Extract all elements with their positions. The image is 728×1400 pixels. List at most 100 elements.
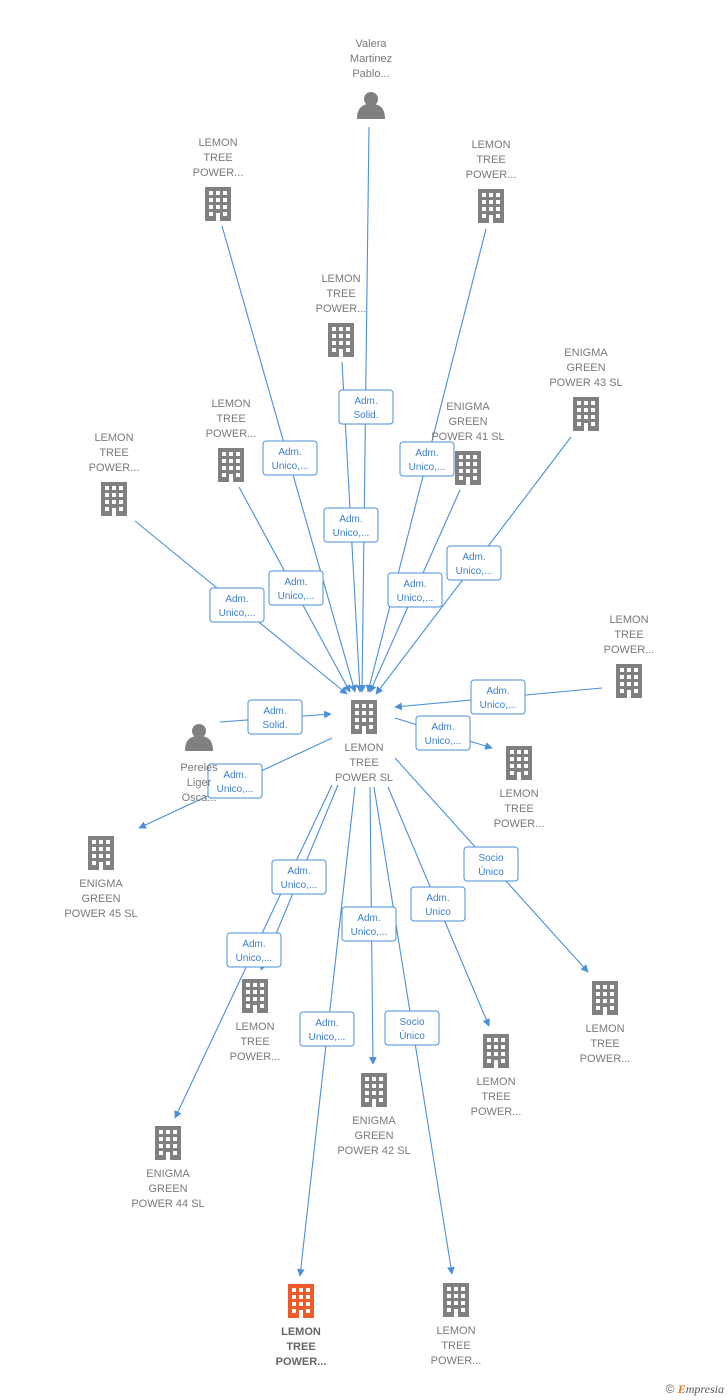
edge-label-box	[268, 570, 324, 606]
node-ltp_top_right[interactable]: LEMONTREEPOWER...	[466, 139, 517, 223]
edge-label-text: Único	[478, 865, 504, 878]
edge-label-e_eg41[interactable]: Adm.Unico,...	[387, 572, 443, 608]
node-ltp_lower_right[interactable]: LEMON TREE POWER...	[580, 981, 631, 1065]
edge-label-box	[410, 886, 466, 922]
footer-brand[interactable]: © Empresia	[666, 1382, 724, 1397]
node-label: Liger	[187, 777, 212, 789]
edge-label-text: Adm.	[431, 722, 454, 733]
edge-label-text: Unico,...	[409, 462, 446, 473]
node-label: POWER...	[604, 644, 655, 656]
copyright-symbol: ©	[665, 1382, 675, 1396]
node-label: LEMON	[344, 742, 383, 754]
node-ltp_bottom_right[interactable]: LEMONTREEPOWER...	[431, 1283, 482, 1367]
node-label: GREEN	[354, 1130, 393, 1142]
node-label: TREE	[614, 629, 643, 641]
edge-label-box	[387, 572, 443, 608]
node-label: POWER 45 SL	[64, 908, 137, 920]
edge-label-text: Adm.	[287, 866, 310, 877]
node-ltp_left[interactable]: LEMONTREEPOWER...	[89, 432, 140, 516]
edge-label-text: Adm.	[462, 552, 485, 563]
edge-label-box	[323, 507, 379, 543]
building-icon	[328, 323, 354, 357]
node-label: TREE	[590, 1038, 619, 1050]
node-label: TREE	[99, 447, 128, 459]
edge-label-e_bottom_highlight[interactable]: Adm.Unico,...	[299, 1011, 355, 1047]
edge-label-e_lower_mid_right[interactable]: Adm.Unico	[410, 886, 466, 922]
node-label: TREE	[216, 413, 245, 425]
edge-label-text: Unico,...	[236, 953, 273, 964]
building-icon	[361, 1073, 387, 1107]
node-eg45[interactable]: ENIGMA GREEN POWER 45 SL	[64, 836, 138, 920]
edge-label-e_top_left[interactable]: Adm.Unico,...	[262, 440, 318, 476]
node-pereles[interactable]: PerelesLigerOsca...	[180, 724, 218, 804]
node-eg41[interactable]: ENIGMA GREEN POWER 41 SL	[431, 401, 505, 485]
edge-label-text: Unico,...	[333, 528, 370, 539]
edge-label-text: Unico,...	[309, 1032, 346, 1043]
node-label: POWER 41 SL	[431, 431, 504, 443]
edge-label-text: Adm.	[415, 448, 438, 459]
edge-label-text: Adm.	[223, 770, 246, 781]
node-label: LEMON	[471, 139, 510, 151]
edge-label-text: Adm.	[278, 447, 301, 458]
edge-label-e_eg45[interactable]: Adm.Unico,...	[207, 763, 263, 799]
edge-label-e_eg43[interactable]: Adm.Unico,...	[446, 545, 502, 581]
edge-label-text: Adm.	[284, 577, 307, 588]
edge-label-e_eg44[interactable]: Adm.Unico,...	[226, 932, 282, 968]
building-icon	[351, 700, 377, 734]
edge-label-e_right[interactable]: Adm.Unico,...	[470, 679, 526, 715]
node-ltp_right[interactable]: LEMONTREEPOWER...	[604, 614, 655, 698]
edge-label-e_left[interactable]: Adm. Unico,...	[209, 587, 265, 623]
edge-label-box	[341, 906, 397, 942]
building-icon	[592, 981, 618, 1015]
node-label: LEMON	[585, 1023, 624, 1035]
node-label: POWER...	[316, 303, 367, 315]
node-ltp_lower_mid_right[interactable]: LEMONTREEPOWER...	[471, 1034, 522, 1118]
node-label: POWER...	[276, 1356, 327, 1368]
edge-label-box	[262, 440, 318, 476]
node-label: ENIGMA	[446, 401, 490, 413]
node-ltp_right_mid[interactable]: LEMONTREEPOWER...	[494, 746, 545, 830]
edge-label-text: Adm.	[225, 594, 248, 605]
building-icon	[218, 448, 244, 482]
node-label: LEMON	[476, 1076, 515, 1088]
node-label: POWER 42 SL	[337, 1145, 410, 1157]
node-ltp_bottom_highlight[interactable]: LEMONTREEPOWER...	[276, 1284, 327, 1368]
edge-label-e_valera[interactable]: Adm.Solid.	[338, 389, 394, 425]
node-label: LEMON	[94, 432, 133, 444]
node-label: Pablo...	[352, 68, 389, 80]
node-ltp_upper_mid[interactable]: LEMONTREEPOWER...	[316, 273, 367, 357]
node-label: POWER...	[580, 1053, 631, 1065]
node-label: ENIGMA	[79, 878, 123, 890]
node-label: GREEN	[448, 416, 487, 428]
node-ltp_mid_left[interactable]: LEMONTREEPOWER...	[206, 398, 257, 482]
edge-label-e_mid_left[interactable]: Adm.Unico,...	[268, 570, 324, 606]
edge-label-e_upper_mid[interactable]: Adm. Unico,...	[323, 507, 379, 543]
node-label: GREEN	[81, 893, 120, 905]
edge-label-text: Unico	[425, 907, 451, 918]
edge-label-box	[446, 545, 502, 581]
edge-label-e_lower_left[interactable]: Adm.Unico,...	[271, 859, 327, 895]
node-label: Valera	[356, 38, 388, 50]
edge-label-text: Adm.	[339, 514, 362, 525]
edge-label-text: Unico,...	[219, 608, 256, 619]
edge-label-e_eg42[interactable]: Adm. Unico,...	[341, 906, 397, 942]
edge-label-e_pereles[interactable]: Adm.Solid.	[247, 699, 303, 735]
person-icon	[185, 724, 213, 751]
node-valera[interactable]: ValeraMartinezPablo...	[350, 38, 392, 119]
node-ltp_lower_left[interactable]: LEMONTREEPOWER...	[230, 979, 281, 1063]
edge-label-e_top_right[interactable]: Adm. Unico,...	[399, 441, 455, 477]
edge-label-e_right_mid[interactable]: Adm.Unico,...	[415, 715, 471, 751]
node-ltp_top_left[interactable]: LEMONTREEPOWER...	[193, 137, 244, 221]
edge-label-text: Adm.	[357, 913, 380, 924]
node-label: Martinez	[350, 53, 392, 65]
edge-label-box	[271, 859, 327, 895]
node-label: TREE	[203, 152, 232, 164]
edge-label-text: Unico,...	[351, 927, 388, 938]
node-label: ENIGMA	[564, 347, 608, 359]
